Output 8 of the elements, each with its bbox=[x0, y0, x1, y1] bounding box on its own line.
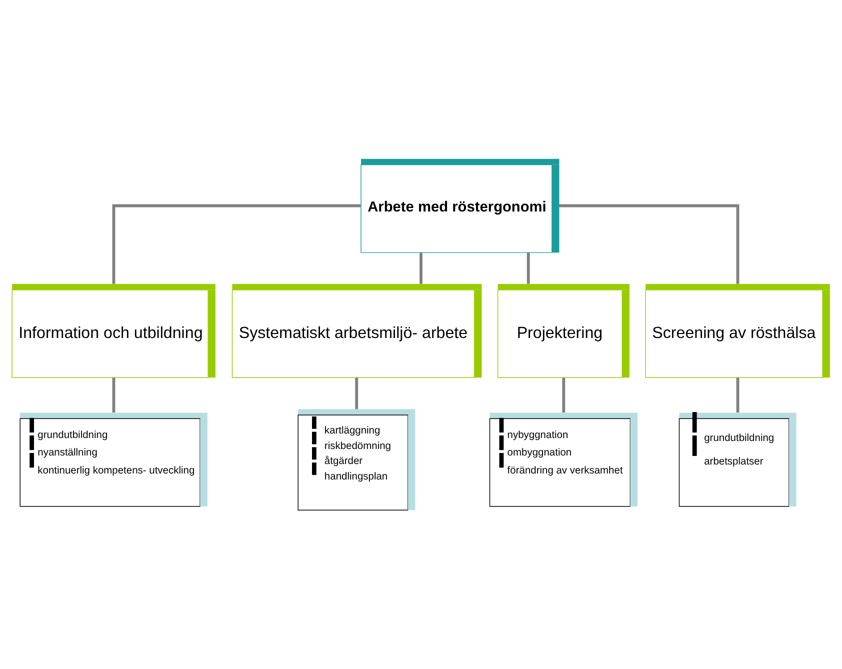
connector bbox=[420, 252, 422, 284]
connector bbox=[562, 378, 566, 413]
connector bbox=[526, 252, 530, 284]
connector bbox=[736, 378, 740, 413]
connector bbox=[112, 378, 116, 413]
connector bbox=[558, 204, 740, 284]
connector bbox=[355, 378, 358, 410]
connector bbox=[112, 204, 361, 284]
